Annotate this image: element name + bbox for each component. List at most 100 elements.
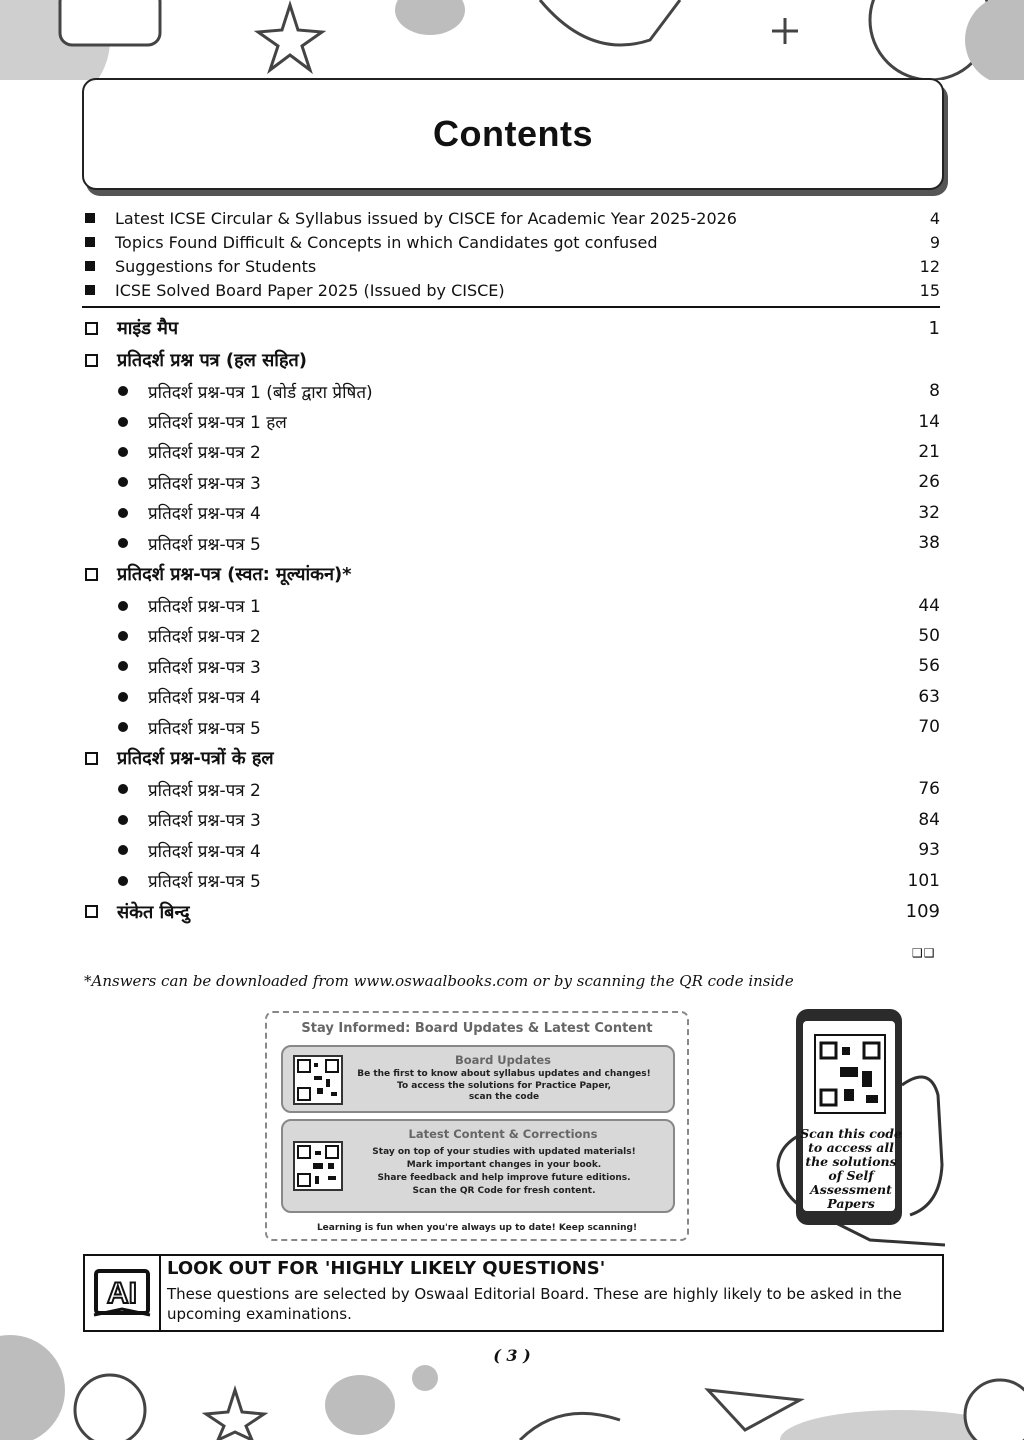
latest-content-line: Stay on top of your studies with updated…: [372, 1147, 636, 1157]
latest-content-panel: Latest Content & Corrections Stay on top…: [281, 1119, 675, 1213]
toc-item[interactable]: प्रतिदर्श प्रश्न-पत्र 1 (बोर्ड द्वारा प्…: [82, 376, 940, 406]
section-label: माइंड मैप: [117, 318, 179, 339]
answers-footnote: *Answers can be downloaded from www.oswa…: [84, 972, 794, 990]
toc-section[interactable]: प्रतिदर्श प्रश्न-पत्रों के हल: [82, 742, 940, 774]
section-label: प्रतिदर्श प्रश्न पत्र (हल सहित): [117, 350, 308, 371]
item-page: 26: [918, 472, 940, 493]
bottom-doodles: [0, 1335, 1024, 1440]
toc-list: माइंड मैप 1 प्रतिदर्श प्रश्न पत्र (हल सह…: [82, 312, 940, 928]
latest-content-line: Mark important changes in your book.: [406, 1160, 602, 1170]
section-page: 1: [928, 317, 940, 339]
toc-section[interactable]: माइंड मैप 1: [82, 312, 940, 344]
toc-item[interactable]: प्रतिदर्श प्रश्न-पत्र 5 70: [82, 712, 940, 742]
checkbox-bullet-icon: [85, 353, 98, 367]
square-bullet-icon: [85, 213, 95, 223]
intro-item[interactable]: ICSE Solved Board Paper 2025 (Issued by …: [82, 278, 940, 302]
square-bullet-icon: [85, 237, 95, 247]
bullet-dot-icon: [118, 691, 128, 702]
intro-item-page: 12: [919, 256, 940, 276]
intro-item[interactable]: Suggestions for Students 12: [82, 254, 940, 278]
phone-caption: Scan this code to access all the solutio…: [800, 1126, 902, 1211]
bullet-dot-icon: [118, 446, 128, 457]
item-page: 8: [929, 381, 940, 402]
bullet-dot-icon: [118, 845, 128, 856]
checkbox-bullet-icon: [85, 751, 98, 765]
stay-informed-title: Stay Informed: Board Updates & Latest Co…: [301, 1021, 653, 1036]
toc-item[interactable]: प्रतिदर्श प्रश्न-पत्र 3 26: [82, 467, 940, 497]
checkbox-bullet-icon: [85, 905, 98, 919]
item-page: 93: [918, 840, 940, 861]
toc-item[interactable]: प्रतिदर्श प्रश्न-पत्र 5 101: [82, 865, 940, 895]
item-label: प्रतिदर्श प्रश्न-पत्र 4: [148, 688, 261, 709]
end-mark: ❑❑: [912, 946, 936, 960]
item-page: 44: [918, 595, 940, 616]
bullet-dot-icon: [118, 784, 128, 795]
bullet-dot-icon: [118, 600, 128, 611]
item-label: प्रतिदर्श प्रश्न-पत्र 5: [148, 872, 261, 893]
intro-item[interactable]: Topics Found Difficult & Concepts in whi…: [82, 230, 940, 254]
top-doodles: [0, 0, 1024, 80]
toc-section[interactable]: संकेत बिन्दु 109: [82, 896, 940, 928]
phone-qr-illustration[interactable]: [770, 1005, 950, 1250]
toc-item[interactable]: प्रतिदर्श प्रश्न-पत्र 1 हल 14: [82, 406, 940, 436]
section-label: प्रतिदर्श प्रश्न-पत्रों के हल: [117, 748, 274, 770]
latest-content-line: Share feedback and help improve future e…: [377, 1173, 631, 1183]
toc-section[interactable]: प्रतिदर्श प्रश्न-पत्र (स्वत: मूल्यांकन)*: [82, 558, 940, 590]
section-page: 109: [905, 901, 940, 923]
item-page: 21: [918, 441, 940, 462]
page-number: ( 3 ): [493, 1346, 531, 1365]
item-label: प्रतिदर्श प्रश्न-पत्र 3: [148, 473, 261, 494]
page-title: Contents: [433, 113, 593, 154]
item-label: प्रतिदर्श प्रश्न-पत्र 1 हल: [148, 413, 287, 434]
item-label: प्रतिदर्श प्रश्न-पत्र 2: [148, 780, 261, 801]
highly-likely-questions-box: AI LOOK OUT FOR 'HIGHLY LIKELY QUESTIONS…: [83, 1254, 944, 1332]
item-label: प्रतिदर्श प्रश्न-पत्र 4: [148, 504, 261, 525]
item-page: 101: [907, 870, 940, 891]
bullet-dot-icon: [118, 630, 128, 641]
item-page: 70: [918, 717, 940, 738]
intro-item-label: Suggestions for Students: [115, 256, 317, 276]
checkbox-bullet-icon: [85, 567, 98, 581]
board-updates-line: Be the first to know about syllabus upda…: [357, 1069, 651, 1079]
item-label: प्रतिदर्श प्रश्न-पत्र 3: [148, 811, 261, 832]
stay-informed-footer: Learning is fun when you're always up to…: [316, 1223, 638, 1233]
item-page: 84: [918, 809, 940, 830]
board-updates-line: To access the solutions for Practice Pap…: [397, 1081, 611, 1091]
bullet-dot-icon: [118, 875, 128, 886]
toc-item[interactable]: प्रतिदर्श प्रश्न-पत्र 3 84: [82, 805, 940, 835]
item-page: 14: [918, 411, 940, 432]
intro-item-label: Topics Found Difficult & Concepts in whi…: [115, 232, 658, 252]
item-page: 76: [918, 779, 940, 800]
bullet-dot-icon: [118, 477, 128, 488]
item-label: प्रतिदर्श प्रश्न-पत्र 5: [148, 718, 261, 739]
board-updates-line: scan the code: [468, 1092, 540, 1102]
bullet-dot-icon: [118, 814, 128, 825]
section-divider: [82, 306, 940, 308]
intro-item-page: 4: [929, 208, 940, 228]
ai-logo-icon: AI: [85, 1256, 161, 1330]
item-page: 38: [918, 533, 940, 554]
toc-item[interactable]: प्रतिदर्श प्रश्न-पत्र 2 76: [82, 774, 940, 804]
toc-section[interactable]: प्रतिदर्श प्रश्न पत्र (हल सहित): [82, 344, 940, 376]
toc-item[interactable]: प्रतिदर्श प्रश्न-पत्र 4 32: [82, 498, 940, 528]
item-page: 50: [918, 625, 940, 646]
toc-item[interactable]: प्रतिदर्श प्रश्न-पत्र 4 63: [82, 682, 940, 712]
intro-item-page: 15: [919, 280, 940, 300]
intro-item[interactable]: Latest ICSE Circular & Syllabus issued b…: [82, 206, 940, 230]
intro-list: Latest ICSE Circular & Syllabus issued b…: [82, 206, 940, 302]
qr-code-icon[interactable]: [293, 1055, 343, 1105]
item-label: प्रतिदर्श प्रश्न-पत्र 3: [148, 657, 261, 678]
square-bullet-icon: [85, 285, 95, 295]
item-page: 32: [918, 502, 940, 523]
section-label: प्रतिदर्श प्रश्न-पत्र (स्वत: मूल्यांकन)*: [117, 564, 352, 586]
item-label: प्रतिदर्श प्रश्न-पत्र 5: [148, 534, 261, 555]
qr-code-icon[interactable]: [293, 1141, 343, 1191]
toc-item[interactable]: प्रतिदर्श प्रश्न-पत्र 5 38: [82, 528, 940, 558]
item-page: 63: [918, 686, 940, 707]
board-updates-panel: Board Updates Be the first to know about…: [281, 1045, 675, 1113]
